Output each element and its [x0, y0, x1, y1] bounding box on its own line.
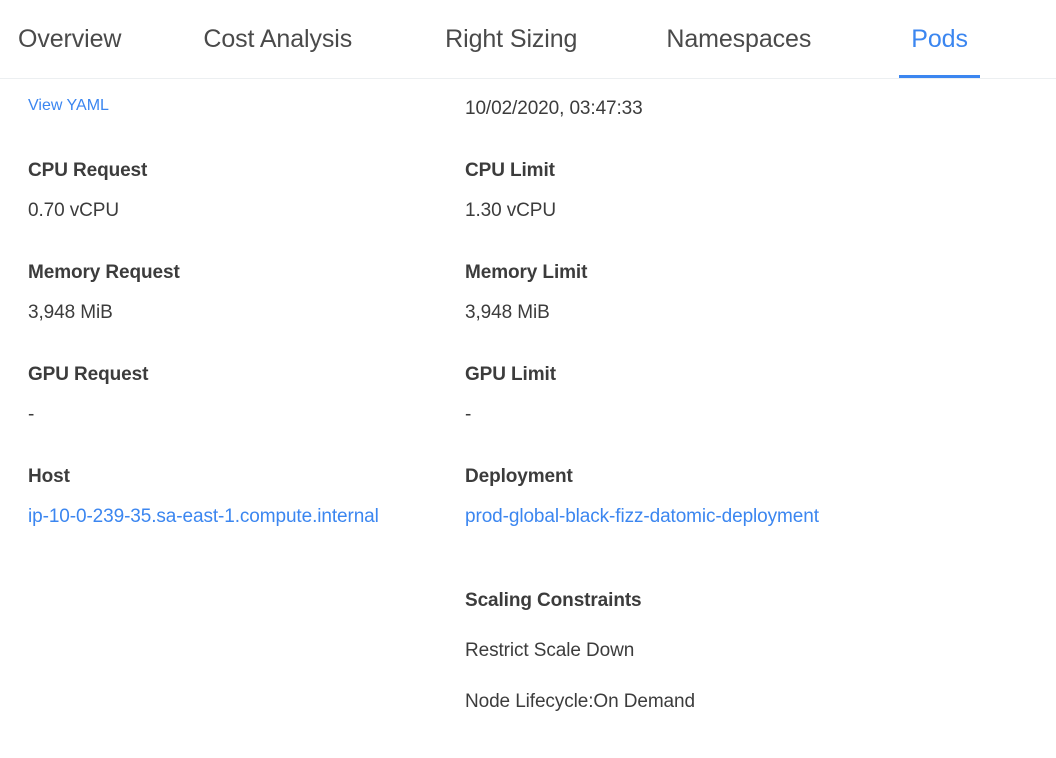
field-deployment-label: Deployment [465, 466, 573, 487]
scaling-constraint-item: Restrict Scale Down [465, 640, 635, 661]
field-cpu-limit: CPU Limit 1.30 vCPU [465, 159, 880, 222]
field-cpu-request-label: CPU Request [28, 160, 148, 181]
field-gpu-limit-label: GPU Limit [465, 364, 556, 385]
field-gpu-request: GPU Request - [28, 363, 440, 426]
field-gpu-request-label: GPU Request [28, 364, 149, 385]
spacer [465, 567, 880, 589]
field-memory-limit-value: 3,948 MiB [465, 302, 550, 323]
scaling-constraints-title: Scaling Constraints [465, 590, 642, 611]
view-yaml-row: View YAML [28, 97, 440, 159]
field-cpu-request: CPU Request 0.70 vCPU [28, 159, 440, 222]
field-gpu-request-value: - [28, 404, 35, 425]
host-link[interactable]: ip-10-0-239-35.sa-east-1.compute.interna… [28, 506, 379, 527]
tab-right-sizing-label: Right Sizing [445, 24, 578, 53]
tab-bar: Overview Cost Analysis Right Sizing Name… [0, 0, 1056, 79]
field-host-label: Host [28, 466, 70, 487]
field-host-value: ip-10-0-239-35.sa-east-1.compute.interna… [28, 505, 440, 528]
tab-pods-label: Pods [911, 24, 968, 53]
tab-overview-label: Overview [18, 24, 122, 53]
pod-detail-panel: View YAML CPU Request 0.70 vCPU Memory R… [0, 79, 1056, 741]
detail-column-right: 10/02/2020, 03:47:33 CPU Limit 1.30 vCPU… [440, 97, 880, 741]
field-deployment-value: prod-global-black-fizz-datomic-deploymen… [465, 505, 880, 528]
field-cpu-request-value: 0.70 vCPU [28, 200, 119, 221]
scaling-constraint-item: Node Lifecycle:On Demand [465, 691, 695, 712]
tab-namespaces-label: Namespaces [666, 24, 812, 53]
field-memory-request-label: Memory Request [28, 262, 180, 283]
tab-list: Overview Cost Analysis Right Sizing Name… [0, 0, 1056, 78]
tab-cost-analysis-label: Cost Analysis [203, 24, 353, 53]
deployment-link[interactable]: prod-global-black-fizz-datomic-deploymen… [465, 506, 819, 527]
tab-right-sizing[interactable]: Right Sizing [445, 0, 577, 78]
field-cpu-limit-value: 1.30 vCPU [465, 200, 556, 221]
field-deployment: Deployment prod-global-black-fizz-datomi… [465, 465, 880, 528]
scaling-constraints-section: Scaling Constraints Restrict Scale Down … [465, 589, 880, 713]
field-host: Host ip-10-0-239-35.sa-east-1.compute.in… [28, 465, 440, 528]
tab-active-indicator [899, 75, 980, 78]
field-memory-request-value: 3,948 MiB [28, 302, 113, 323]
tab-pods[interactable]: Pods [899, 0, 980, 78]
field-memory-limit: Memory Limit 3,948 MiB [465, 261, 880, 324]
view-yaml-link[interactable]: View YAML [28, 97, 109, 114]
field-cpu-limit-label: CPU Limit [465, 160, 555, 181]
pod-timestamp: 10/02/2020, 03:47:33 [465, 98, 643, 119]
timestamp-row: 10/02/2020, 03:47:33 [465, 97, 880, 159]
field-gpu-limit-value: - [465, 404, 472, 425]
field-memory-limit-label: Memory Limit [465, 262, 588, 283]
tab-overview[interactable]: Overview [18, 0, 121, 78]
detail-column-left: View YAML CPU Request 0.70 vCPU Memory R… [0, 97, 440, 741]
field-gpu-limit: GPU Limit - [465, 363, 880, 426]
field-memory-request: Memory Request 3,948 MiB [28, 261, 440, 324]
tab-cost-analysis[interactable]: Cost Analysis [203, 0, 352, 78]
tab-namespaces[interactable]: Namespaces [666, 0, 811, 78]
